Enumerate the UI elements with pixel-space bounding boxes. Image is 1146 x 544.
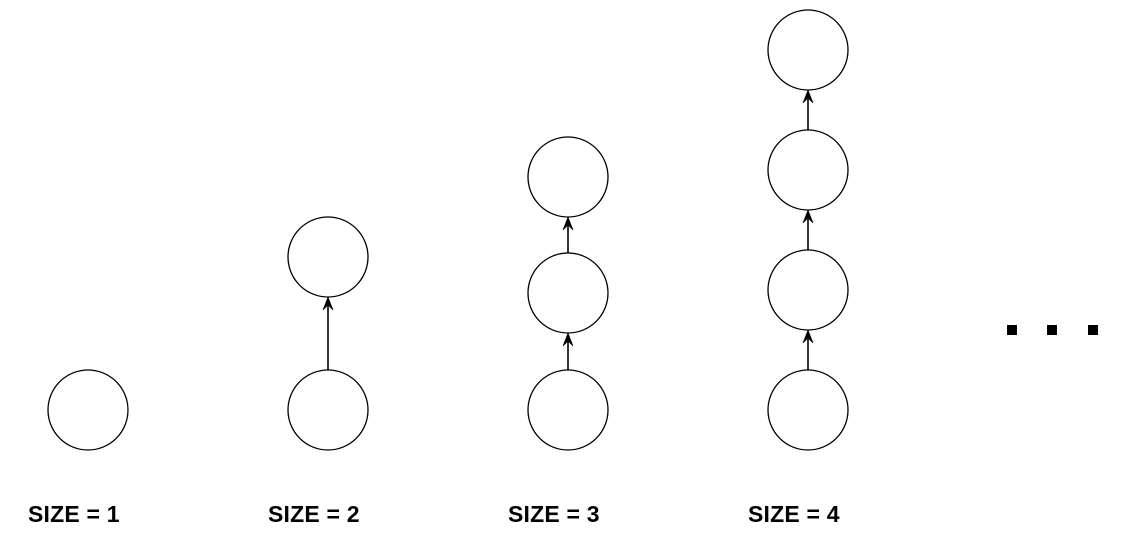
- node-group-size-4: [767, 9, 849, 451]
- edge-arrowhead: [322, 296, 334, 311]
- ellipsis-dot-2: [1047, 325, 1057, 335]
- edge-size-2-1: [322, 296, 334, 370]
- group-label-size-3: SIZE = 3: [508, 501, 600, 527]
- edge-size-3-1: [562, 332, 574, 370]
- node-circle-size-4-4[interactable]: [767, 9, 849, 91]
- node-circle-size-3-1[interactable]: [527, 369, 609, 451]
- edge-size-4-2: [802, 209, 814, 250]
- group-label-size-2: SIZE = 2: [268, 501, 360, 527]
- edge-size-3-2: [562, 216, 574, 253]
- edge-arrowhead: [562, 216, 574, 231]
- edge-arrowhead: [802, 209, 814, 224]
- edge-arrowhead: [802, 89, 814, 104]
- edge-size-4-1: [802, 329, 814, 370]
- node-circle-size-2-1[interactable]: [287, 369, 369, 451]
- node-circle-size-3-3[interactable]: [527, 136, 609, 218]
- edge-arrowhead: [802, 329, 814, 344]
- continuation-ellipsis: [1007, 325, 1098, 335]
- node-circle-size-2-2[interactable]: [287, 216, 369, 298]
- edge-size-4-3: [802, 89, 814, 130]
- node-group-size-3: [527, 136, 609, 451]
- node-circle-size-4-2[interactable]: [767, 249, 849, 331]
- edge-arrowhead: [562, 332, 574, 347]
- group-label-size-1: SIZE = 1: [28, 501, 120, 527]
- node-group-size-1: [47, 369, 129, 451]
- node-circle-size-3-2[interactable]: [527, 252, 609, 334]
- node-circle-size-4-3[interactable]: [767, 129, 849, 211]
- node-circle-size-4-1[interactable]: [767, 369, 849, 451]
- group-label-size-4: SIZE = 4: [748, 501, 840, 527]
- node-circle-size-1-1[interactable]: [47, 369, 129, 451]
- ellipsis-dot-3: [1088, 325, 1098, 335]
- node-group-size-2: [287, 216, 369, 451]
- ellipsis-dot-1: [1007, 325, 1017, 335]
